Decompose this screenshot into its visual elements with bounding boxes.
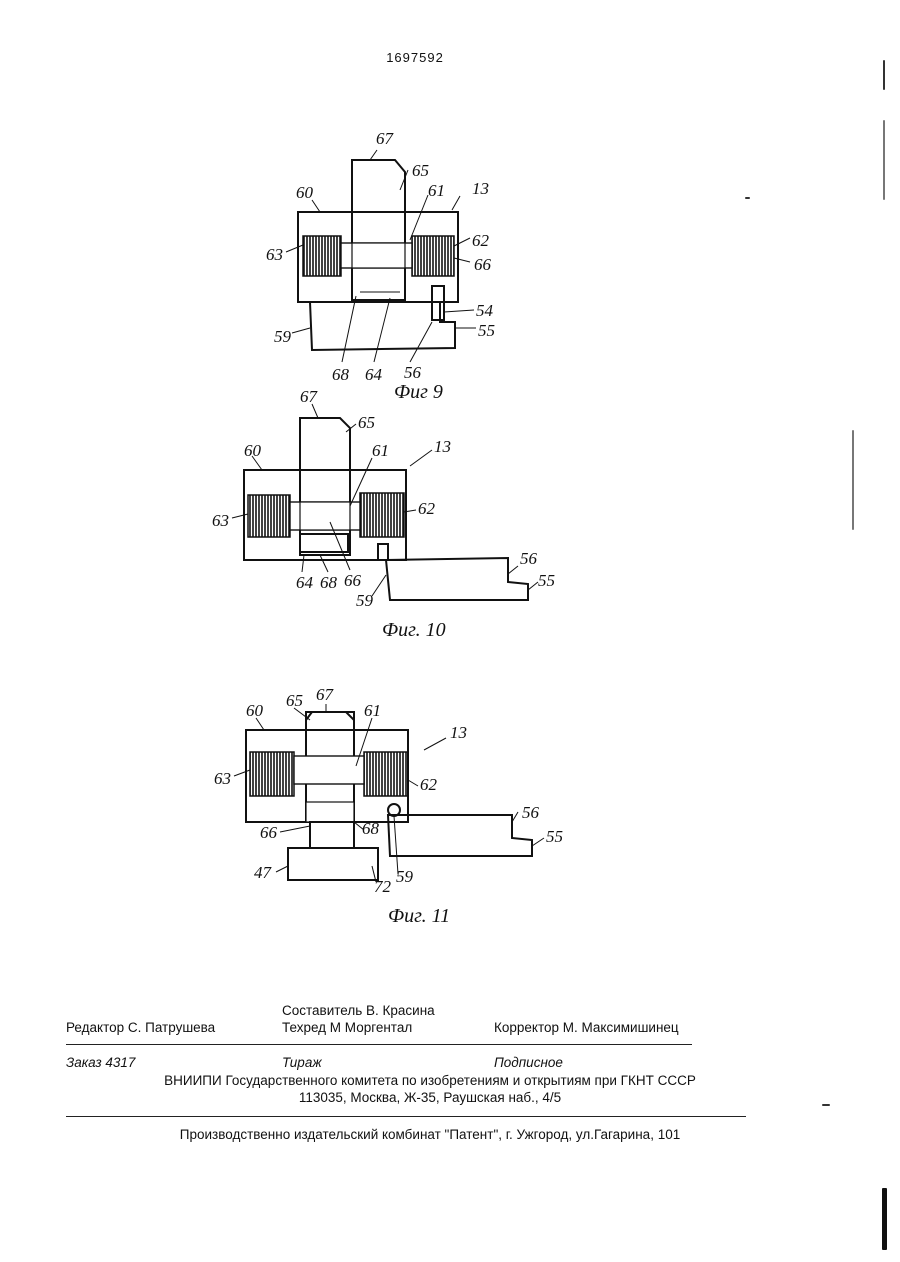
- imprint-address: 113035, Москва, Ж-35, Раушская наб., 4/5: [30, 1090, 830, 1105]
- fig11-label-61: 61: [364, 701, 381, 720]
- fig11-label-65: 65: [286, 691, 303, 710]
- figure-11: 65 67 60 61 13 63 62 56 55 66 68 47 72 5…: [214, 685, 563, 927]
- scan-mark: [883, 60, 885, 90]
- fig11-label-63: 63: [214, 769, 231, 788]
- fig10-label-62: 62: [418, 499, 436, 518]
- scan-mark: [882, 1188, 887, 1250]
- fig11-label-72: 72: [374, 877, 392, 896]
- fig11-block-47: [288, 848, 378, 880]
- imprint-subscription: Подписное: [494, 1055, 563, 1070]
- imprint-circulation: Тираж: [282, 1055, 322, 1070]
- fig9-label-59: 59: [274, 327, 292, 346]
- fig10-label-56: 56: [520, 549, 538, 568]
- fig9-coil-62: [412, 236, 454, 276]
- imprint-order: Заказ 4317: [66, 1055, 135, 1070]
- fig9-label-65: 65: [412, 161, 429, 180]
- fig9-caption: Фиг 9: [394, 381, 443, 403]
- fig9-label-60: 60: [296, 183, 314, 202]
- fig11-label-66: 66: [260, 823, 278, 842]
- scan-mark: [822, 1104, 830, 1106]
- fig10-label-66: 66: [344, 571, 362, 590]
- imprint-rule-2: [66, 1116, 746, 1117]
- fig9-label-63: 63: [266, 245, 283, 264]
- figure-10: 67 65 60 61 13 63 62 64 68 66 59 56 55 Ф…: [212, 387, 555, 641]
- fig9-label-55: 55: [478, 321, 495, 340]
- scan-mark: [883, 120, 885, 200]
- fig11-label-56: 56: [522, 803, 540, 822]
- imprint-techred: Техред М Моргентал: [282, 1020, 412, 1035]
- imprint-corrector: Корректор М. Максимишинец: [494, 1020, 679, 1035]
- fig11-label-68: 68: [362, 819, 380, 838]
- fig10-label-67: 67: [300, 387, 319, 406]
- fig9-label-54: 54: [476, 301, 494, 320]
- fig11-label-60: 60: [246, 701, 264, 720]
- imprint-compiler: Составитель В. Красина: [282, 1003, 435, 1018]
- fig11-base-59: [388, 815, 532, 856]
- fig10-label-60: 60: [244, 441, 262, 460]
- fig11-label-47: 47: [254, 863, 273, 882]
- fig10-base-59: [386, 558, 528, 600]
- scan-mark: [852, 430, 854, 530]
- fig11-caption: Фиг. 11: [388, 905, 450, 927]
- fig9-label-56: 56: [404, 363, 422, 382]
- fig9-label-61: 61: [428, 181, 445, 200]
- fig9-label-67: 67: [376, 129, 395, 148]
- fig10-label-65: 65: [358, 413, 375, 432]
- scan-mark: [745, 197, 750, 199]
- fig11-label-59: 59: [396, 867, 414, 886]
- figure-9: 67 65 60 61 13 63 62 66 54 55 59 68 64 5…: [266, 129, 495, 403]
- fig10-label-68: 68: [320, 573, 338, 592]
- fig10-label-13: 13: [434, 437, 451, 456]
- fig10-coil-62: [360, 493, 404, 537]
- fig9-shaft-65: [352, 160, 405, 300]
- fig11-coil-62: [364, 752, 408, 796]
- drawings-sheet: 67 65 60 61 13 63 62 66 54 55 59 68 64 5…: [0, 0, 900, 960]
- fig9-label-66: 66: [474, 255, 492, 274]
- imprint-org: ВНИИПИ Государственного комитета по изоб…: [30, 1073, 830, 1088]
- fig11-coil-63: [250, 752, 294, 796]
- fig10-coil-63: [248, 495, 290, 537]
- imprint-editor: Редактор С. Патрушева: [66, 1020, 215, 1035]
- fig10-caption: Фиг. 10: [382, 619, 446, 641]
- fig10-label-61: 61: [372, 441, 389, 460]
- fig11-label-62: 62: [420, 775, 438, 794]
- imprint-rule-1: [66, 1044, 692, 1045]
- fig11-label-55: 55: [546, 827, 563, 846]
- fig10-label-63: 63: [212, 511, 229, 530]
- fig10-label-55: 55: [538, 571, 555, 590]
- fig11-label-67: 67: [316, 685, 335, 704]
- fig10-label-59: 59: [356, 591, 374, 610]
- fig9-label-13: 13: [472, 179, 489, 198]
- fig11-label-13: 13: [450, 723, 467, 742]
- fig9-coil-63: [303, 236, 341, 276]
- fig9-label-62: 62: [472, 231, 490, 250]
- fig9-label-68: 68: [332, 365, 350, 384]
- fig9-label-64: 64: [365, 365, 383, 384]
- imprint-publisher: Производственно издательский комбинат "П…: [30, 1127, 830, 1142]
- fig10-label-64: 64: [296, 573, 314, 592]
